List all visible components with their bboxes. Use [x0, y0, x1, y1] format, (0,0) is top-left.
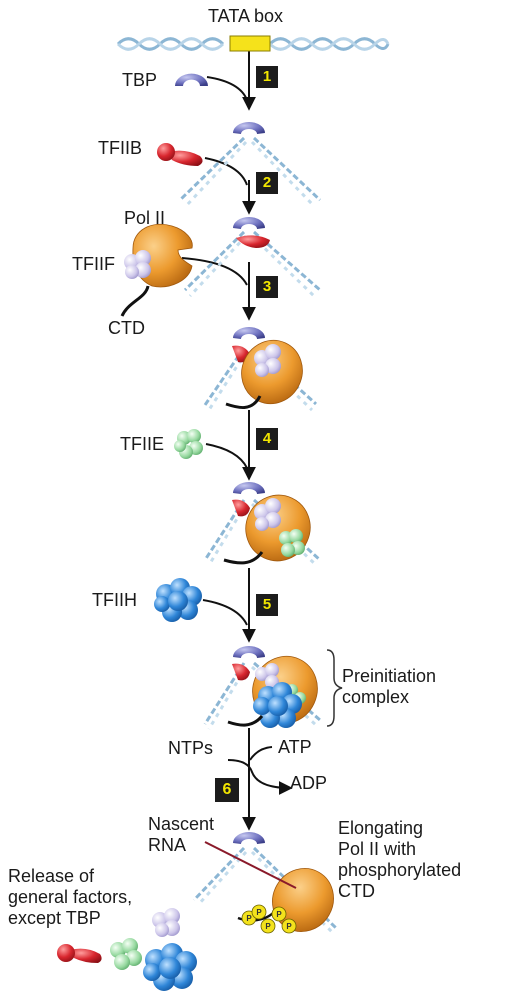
nascent-rna-label: Nascent RNA: [148, 814, 238, 856]
entry-arrows: [181, 76, 293, 795]
nascent-line-1: Nascent: [148, 814, 215, 834]
tfiie-bound-4: [279, 529, 305, 557]
tata-box: [229, 35, 271, 52]
step-5-badge: 5: [256, 594, 278, 616]
dna-top: [116, 37, 390, 51]
released-tfiih: [143, 943, 197, 991]
nascent-line-2: RNA: [148, 835, 187, 855]
tfiif-free: [124, 250, 151, 279]
ctd-label: CTD: [108, 318, 145, 338]
step-1-badge: 1: [256, 66, 278, 88]
tfiif-bound-4: [254, 498, 281, 531]
tfiif-bound-3: [254, 344, 281, 377]
elong-line-2: Pol II with: [338, 839, 417, 859]
tbp-free: [175, 73, 208, 86]
preinitiation-complex-label: Preinitiation complex: [342, 666, 462, 708]
release-label: Release of general factors, except TBP: [8, 866, 178, 929]
released-tfiie: [110, 938, 142, 970]
tata-box-label: TATA box: [208, 6, 284, 26]
tfiib-free: [157, 143, 203, 166]
tfiih-label: TFIIH: [92, 590, 137, 610]
step-3-badge: 3: [256, 276, 278, 298]
released-tfiif: [152, 908, 180, 937]
tfiib-label: TFIIB: [98, 138, 142, 158]
elong-line-3: phosphorylated: [338, 860, 462, 880]
step-2-badge: 2: [256, 172, 278, 194]
pol-ii-bound-4: [245, 494, 311, 562]
ctd-free-tail: [120, 285, 150, 317]
tbp-bound-2: [233, 217, 265, 229]
tfiib-bound-5: [232, 663, 250, 681]
phosphate-label: P: [276, 910, 282, 919]
elong-line-1: Elongating: [338, 818, 424, 838]
tbp-label: TBP: [122, 70, 158, 90]
released-tfiib: [57, 944, 102, 963]
tbp-bound-3: [233, 327, 265, 339]
nascent-rna: [204, 841, 297, 889]
tfiih-bound-5: [253, 682, 302, 728]
atp-label: ATP: [278, 737, 312, 757]
tbp-bound-4: [233, 482, 265, 494]
ctd-bound-5: [227, 714, 264, 727]
phosphate-label: P: [265, 922, 271, 931]
step-4-badge: 4: [256, 428, 278, 450]
tfiie-free: [174, 429, 203, 459]
preinitiation-bracket: [326, 649, 343, 727]
adp-label: ADP: [290, 773, 328, 793]
tbp-bound-5: [233, 646, 265, 658]
ctd-bound-3: [225, 395, 262, 409]
tfiif-label: TFIIF: [72, 254, 115, 274]
tfiib-bound-2: [236, 235, 270, 248]
step-6-badge: 6: [215, 778, 239, 802]
tbp-bound-6: [233, 832, 265, 844]
elong-line-4: CTD: [338, 881, 375, 901]
phosphate-label: P: [246, 914, 252, 923]
pol-ii-label: Pol II: [124, 208, 166, 228]
ctd-bound-4: [223, 551, 264, 565]
release-line-2: general factors,: [8, 887, 133, 907]
tbp-bound-1: [233, 122, 265, 134]
preinitiation-line-1: Preinitiation: [342, 666, 437, 686]
phosphate-groups: [241, 904, 297, 934]
phosphate-label: P: [286, 922, 292, 931]
release-line-3: except TBP: [8, 908, 101, 928]
phosphate-label: P: [256, 908, 262, 917]
tfiih-free: [154, 578, 202, 622]
tfiib-bound-4: [232, 499, 250, 517]
tfiie-label: TFIIE: [120, 434, 164, 454]
elongating-pol-ii-label: Elongating Pol II with phosphorylated CT…: [338, 818, 508, 902]
ntps-label: NTPs: [168, 738, 213, 758]
release-line-1: Release of: [8, 866, 95, 886]
preinitiation-line-2: complex: [342, 687, 410, 707]
tfiif-bound-5: [255, 663, 279, 689]
